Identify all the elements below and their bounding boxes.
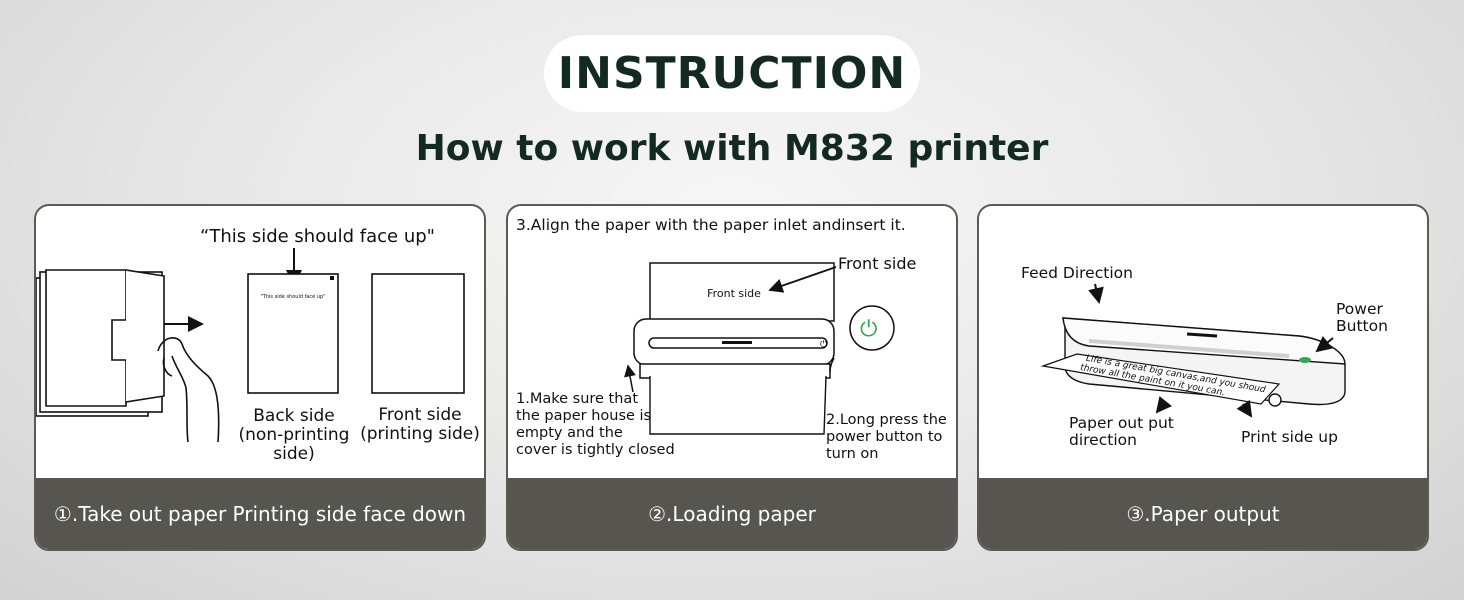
- output-paper: [1040, 353, 1281, 405]
- paper-sheet: [649, 262, 835, 322]
- power-led: [1299, 357, 1311, 363]
- step-2-caption: ②.Loading paper: [648, 501, 816, 526]
- step-1-illustration: “This side should face up" "This side sh…: [36, 226, 480, 464]
- power-symbol-small: ⏻: [820, 339, 827, 350]
- page-subtitle: How to work with M832 printer: [415, 128, 1049, 169]
- feed-direction-arrow: [1088, 283, 1104, 304]
- front-side-arrow: [768, 266, 837, 293]
- step-2-card: 3.Align the paper with the paper inlet a…: [506, 204, 958, 551]
- feed-direction-label: Feed Direction: [1021, 264, 1133, 282]
- paper-small-text: "This side should face up": [261, 294, 326, 300]
- power-button-icon: ⏻: [860, 317, 877, 342]
- paper-out-label-1: Paper out put: [1069, 414, 1174, 432]
- back-side-label-2: (non-printing: [239, 425, 350, 445]
- paper-out-label-2: direction: [1069, 431, 1137, 449]
- step-3-caption: ③.Paper output: [1126, 501, 1280, 526]
- step-2-illustration: 3.Align the paper with the paper inlet a…: [516, 216, 947, 462]
- printer-slot: [722, 341, 752, 344]
- paper-mark: [330, 276, 334, 280]
- step-3-card: Feed Direction Life is a great big canva…: [977, 204, 1429, 551]
- paper-stack-drawing: [36, 269, 165, 417]
- step-3-caption-bar: ③.Paper output: [979, 478, 1427, 549]
- title-badge: INSTRUCTION: [544, 35, 920, 112]
- note-right-3: turn on: [826, 446, 878, 462]
- note-right-2: power button to: [826, 429, 943, 445]
- step-1-card: “This side should face up" "This side sh…: [34, 204, 486, 551]
- note-right-1: 2.Long press the: [826, 412, 947, 428]
- back-side-label-1: Back side: [253, 406, 335, 426]
- step-1-caption: ①.Take out paper Printing side face down: [53, 501, 467, 526]
- back-side-paper: [247, 273, 339, 394]
- power-button-label-2: Button: [1336, 317, 1388, 335]
- step-3-illustration: Feed Direction Life is a great big canva…: [1021, 264, 1388, 449]
- page-title: INSTRUCTION: [557, 48, 907, 99]
- back-side-label-3: side): [273, 444, 314, 464]
- paper-out-arrow: [1155, 396, 1172, 414]
- hand-drawing: [157, 337, 220, 443]
- power-button-arrow: [1315, 335, 1334, 353]
- note-left-2: the paper house is: [516, 408, 651, 424]
- step-2-caption-bar: ②.Loading paper: [508, 478, 956, 549]
- print-side-up-label: Print side up: [1241, 428, 1338, 446]
- note-left-1: 1.Make sure that: [516, 391, 638, 407]
- output-paper: [649, 375, 827, 435]
- front-side-callout: Front side: [838, 254, 916, 273]
- note-left-arrow: [624, 364, 636, 393]
- face-up-callout: “This side should face up": [200, 226, 435, 247]
- front-side-paper: [371, 273, 465, 394]
- front-side-label-2: (printing side): [360, 424, 480, 444]
- note-left-4: cover is tightly closed: [516, 442, 675, 458]
- paper-front-text: Front side: [707, 287, 761, 300]
- step-1-caption-bar: ①.Take out paper Printing side face down: [36, 478, 484, 549]
- note-left-3: empty and the: [516, 425, 623, 441]
- printer-drawing: [633, 318, 835, 379]
- step-2-heading: 3.Align the paper with the paper inlet a…: [516, 216, 906, 234]
- power-button-zoom: [849, 305, 895, 351]
- print-side-arrow: [1236, 399, 1253, 418]
- power-button-label-1: Power: [1336, 300, 1383, 318]
- front-side-label-1: Front side: [378, 405, 461, 425]
